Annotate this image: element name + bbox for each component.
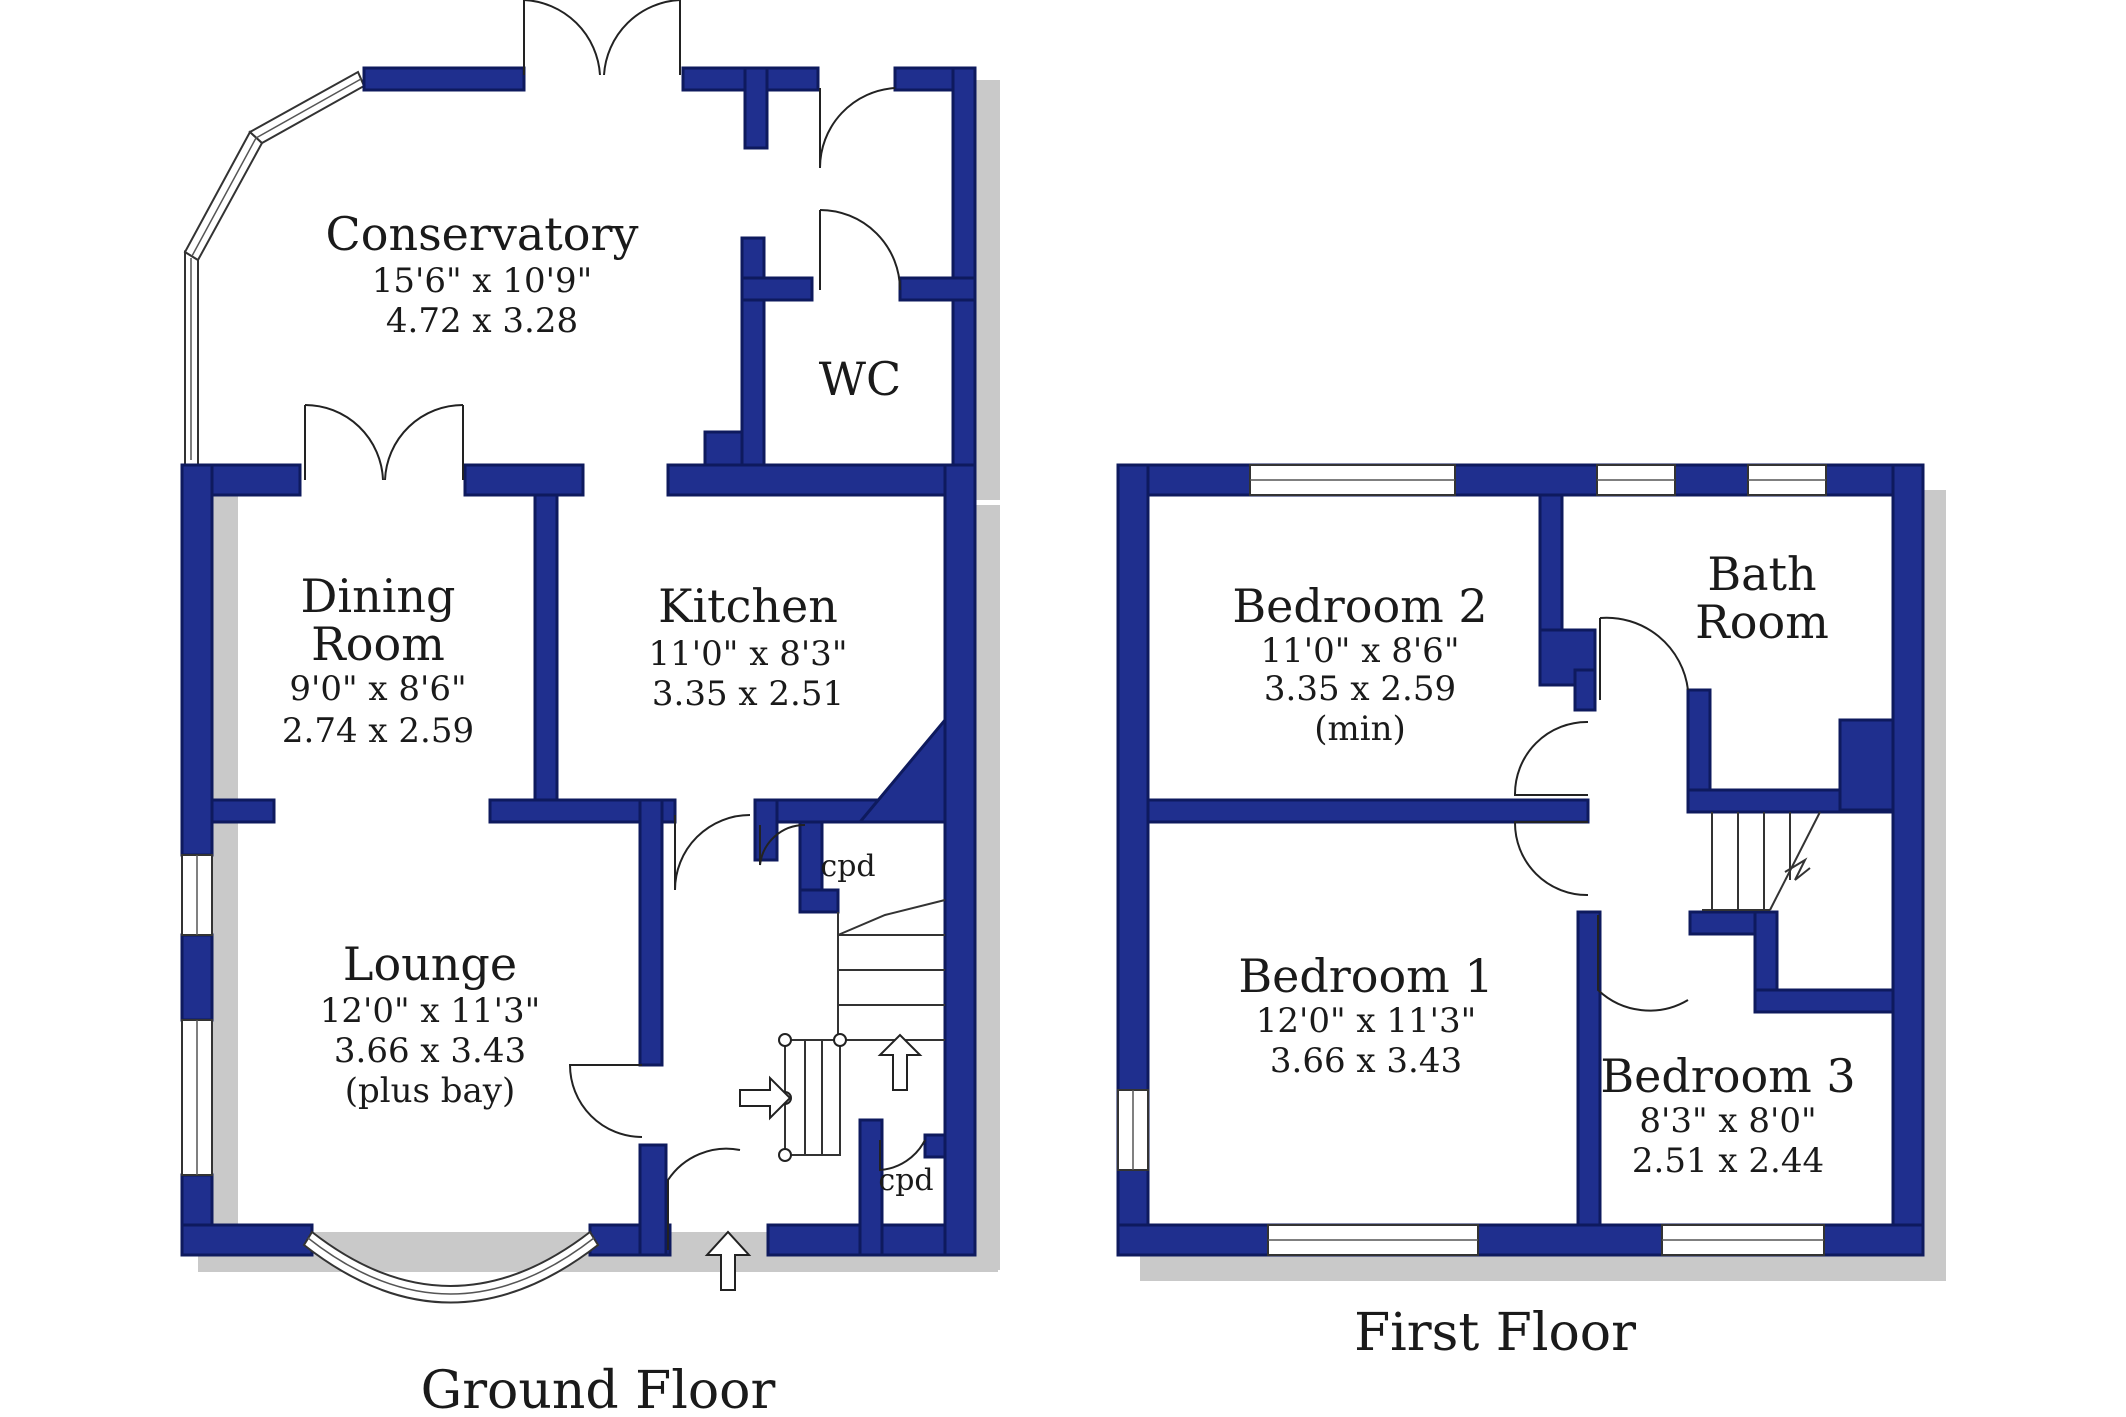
lounge-imperial: 12'0" x 11'3" [320, 991, 541, 1031]
conservatory-walls [362, 66, 977, 480]
cupboard-lower-label: cpd [878, 1163, 933, 1198]
dining-label: Dining Room 9'0" x 8'6" 2.74 x 2.59 [282, 569, 474, 751]
lounge-metric: 3.66 x 3.43 [334, 1031, 526, 1071]
kitchen-metric: 3.35 x 2.51 [652, 674, 844, 714]
entrance-arrow [704, 1230, 752, 1291]
cupboard-upper-label: cpd [820, 849, 875, 884]
lounge-label: Lounge 12'0" x 11'3" 3.66 x 3.43 (plus b… [320, 937, 541, 1111]
bedroom2-imperial: 11'0" x 8'6" [1261, 631, 1460, 671]
conservatory-metric: 4.72 x 3.28 [386, 301, 578, 341]
bedroom2-metric: 3.35 x 2.59 [1264, 669, 1456, 709]
bathroom-name-line1: Bath [1707, 547, 1816, 601]
ground-floor-plan: Conservatory 15'6" x 10'9" 4.72 x 3.28 W… [180, 0, 1000, 1417]
first-floor-windows [1117, 464, 1827, 1256]
bedroom2-name: Bedroom 2 [1232, 579, 1487, 633]
kitchen-name: Kitchen [658, 579, 838, 633]
lounge-note: (plus bay) [345, 1071, 516, 1111]
bathroom-name-line2: Room [1695, 595, 1829, 649]
kitchen-label: Kitchen 11'0" x 8'3" 3.35 x 2.51 [649, 579, 848, 714]
bedroom3-metric: 2.51 x 2.44 [1632, 1141, 1824, 1181]
dining-metric: 2.74 x 2.59 [282, 711, 474, 751]
bathroom-label: Bath Room [1695, 547, 1829, 649]
dining-french-doors [304, 404, 464, 481]
lounge-bay-window [302, 1230, 600, 1304]
bedroom2-note: (min) [1314, 709, 1406, 749]
ground-floor-title: Ground Floor [421, 1361, 776, 1417]
conservatory-label: Conservatory 15'6" x 10'9" 4.72 x 3.28 [326, 207, 639, 341]
wc-name: WC [819, 352, 901, 406]
ground-staircase [739, 899, 946, 1162]
bedroom3-label: Bedroom 3 8'3" x 8'0" 2.51 x 2.44 [1600, 1049, 1855, 1181]
ground-floor-walls [180, 463, 977, 1257]
bedroom1-name: Bedroom 1 [1238, 949, 1493, 1003]
conservatory-glazing [183, 70, 366, 466]
conservatory-french-doors [523, 0, 681, 76]
conservatory-name: Conservatory [326, 207, 639, 261]
first-floor-doors [1513, 616, 1689, 1012]
first-floor-staircase [1702, 811, 1821, 911]
wc-doors [818, 87, 901, 291]
bedroom2-label: Bedroom 2 11'0" x 8'6" 3.35 x 2.59 (min) [1232, 579, 1487, 749]
dining-name-line2: Room [311, 617, 445, 671]
first-floor-plan: Bedroom 2 11'0" x 8'6" 3.35 x 2.59 (min)… [1116, 463, 1946, 1363]
conservatory-imperial: 15'6" x 10'9" [372, 261, 593, 301]
kitchen-imperial: 11'0" x 8'3" [649, 634, 848, 674]
lounge-side-windows [181, 854, 213, 1176]
first-floor-title: First Floor [1354, 1303, 1636, 1363]
ground-internal-doors [568, 814, 926, 1250]
bedroom1-imperial: 12'0" x 11'3" [1256, 1001, 1477, 1041]
bedroom3-imperial: 8'3" x 8'0" [1639, 1101, 1816, 1141]
bedroom1-metric: 3.66 x 3.43 [1270, 1041, 1462, 1081]
bedroom3-name: Bedroom 3 [1600, 1049, 1855, 1103]
dining-imperial: 9'0" x 8'6" [289, 669, 466, 709]
lounge-name: Lounge [343, 937, 517, 991]
dining-name-line1: Dining [300, 569, 455, 623]
bedroom1-label: Bedroom 1 12'0" x 11'3" 3.66 x 3.43 [1238, 949, 1493, 1081]
